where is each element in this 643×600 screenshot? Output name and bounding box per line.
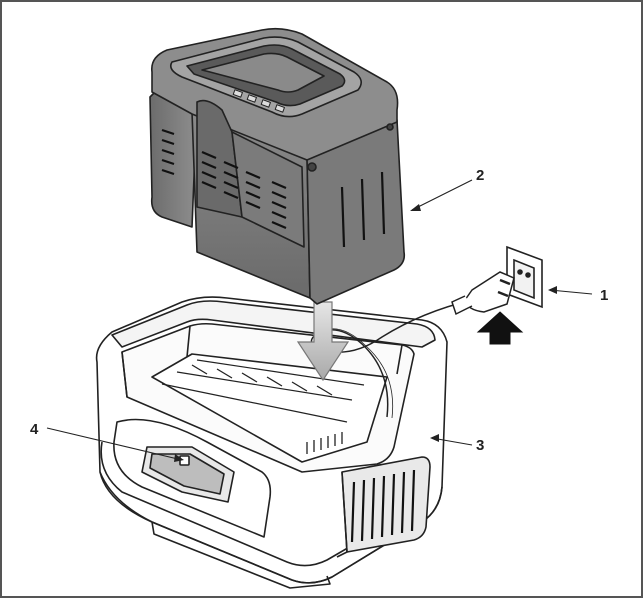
charger-contacts: [191, 364, 343, 454]
charger-vent-slots: [350, 469, 416, 543]
leader-2: [411, 179, 473, 211]
charger: [95, 296, 448, 589]
battery-leds: [232, 89, 285, 113]
callout-4: 4: [30, 421, 39, 438]
leader-4: [46, 427, 183, 461]
plug: [451, 271, 515, 316]
battery-vents: [161, 128, 287, 230]
charger-vent-frame: [341, 456, 431, 553]
battery: [149, 27, 406, 305]
callout-arrowheads: [174, 204, 557, 462]
callout-1: 1: [600, 287, 608, 304]
battery-right-side: [306, 119, 406, 305]
callout-3: 3: [476, 437, 484, 454]
callout-2: 2: [476, 167, 484, 184]
down-arrow-icon: [296, 301, 350, 382]
up-arrow-icon: [476, 311, 524, 345]
